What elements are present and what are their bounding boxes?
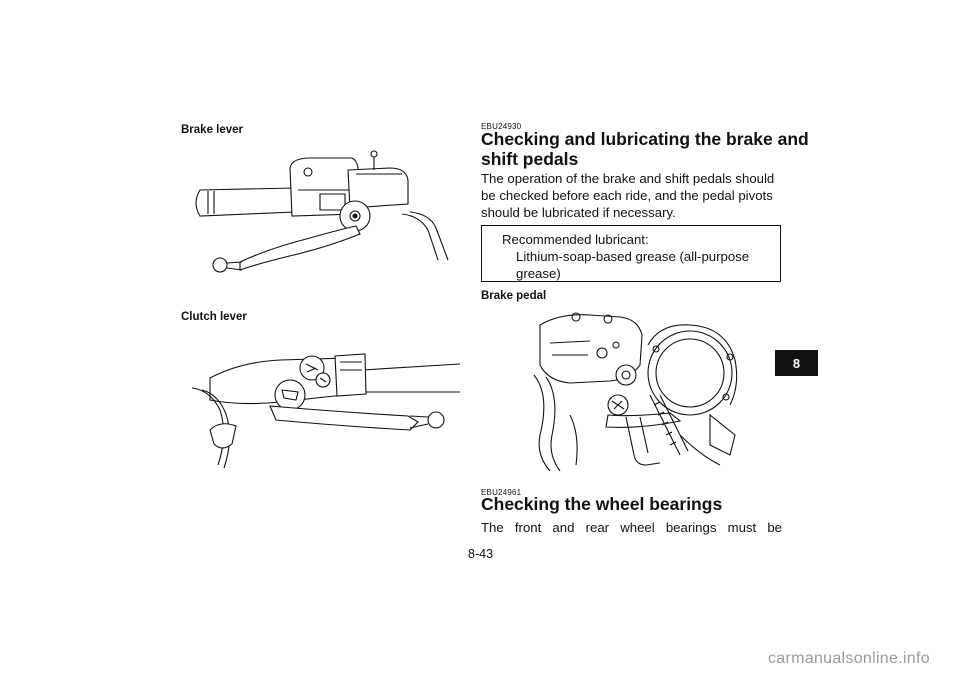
brake-pedal-illustration xyxy=(530,305,745,473)
section-code-brake-pedals: EBU24930 xyxy=(481,122,522,131)
lubricant-box-value-line1: Lithium-soap-based grease (all-purpose xyxy=(516,249,750,264)
watermark: carmanualsonline.info xyxy=(768,650,930,667)
wheel-bearings-body-line1: The front and rear wheel bearings must b… xyxy=(481,520,782,535)
brake-lever-illustration xyxy=(180,150,465,285)
heading-brake-shift-pedals-line1: Checking and lubricating the brake and xyxy=(481,129,809,149)
clutch-lever-illustration xyxy=(180,340,465,485)
section-code-wheel-bearings: EBU24961 xyxy=(481,488,522,497)
brake-pedal-caption: Brake pedal xyxy=(481,290,547,302)
brake-lever-caption: Brake lever xyxy=(181,124,244,136)
heading-wheel-bearings: Checking the wheel bearings xyxy=(481,494,723,514)
brake-pedals-body-line3: should be lubricated if necessary. xyxy=(481,205,676,220)
lubricant-box-value-line2: grease) xyxy=(516,266,561,281)
brake-pedals-body-line2: be checked before each ride, and the ped… xyxy=(481,188,773,203)
brake-pedals-body-line1: The operation of the brake and shift ped… xyxy=(481,171,775,186)
page-number: 8-43 xyxy=(468,547,494,561)
heading-brake-shift-pedals-line2: shift pedals xyxy=(481,149,579,169)
recommended-lubricant-box: Recommended lubricant: Lithium-soap-base… xyxy=(481,225,781,282)
lubricant-box-title: Recommended lubricant: xyxy=(502,232,649,247)
clutch-lever-caption: Clutch lever xyxy=(181,311,247,323)
chapter-tab: 8 xyxy=(775,350,818,376)
